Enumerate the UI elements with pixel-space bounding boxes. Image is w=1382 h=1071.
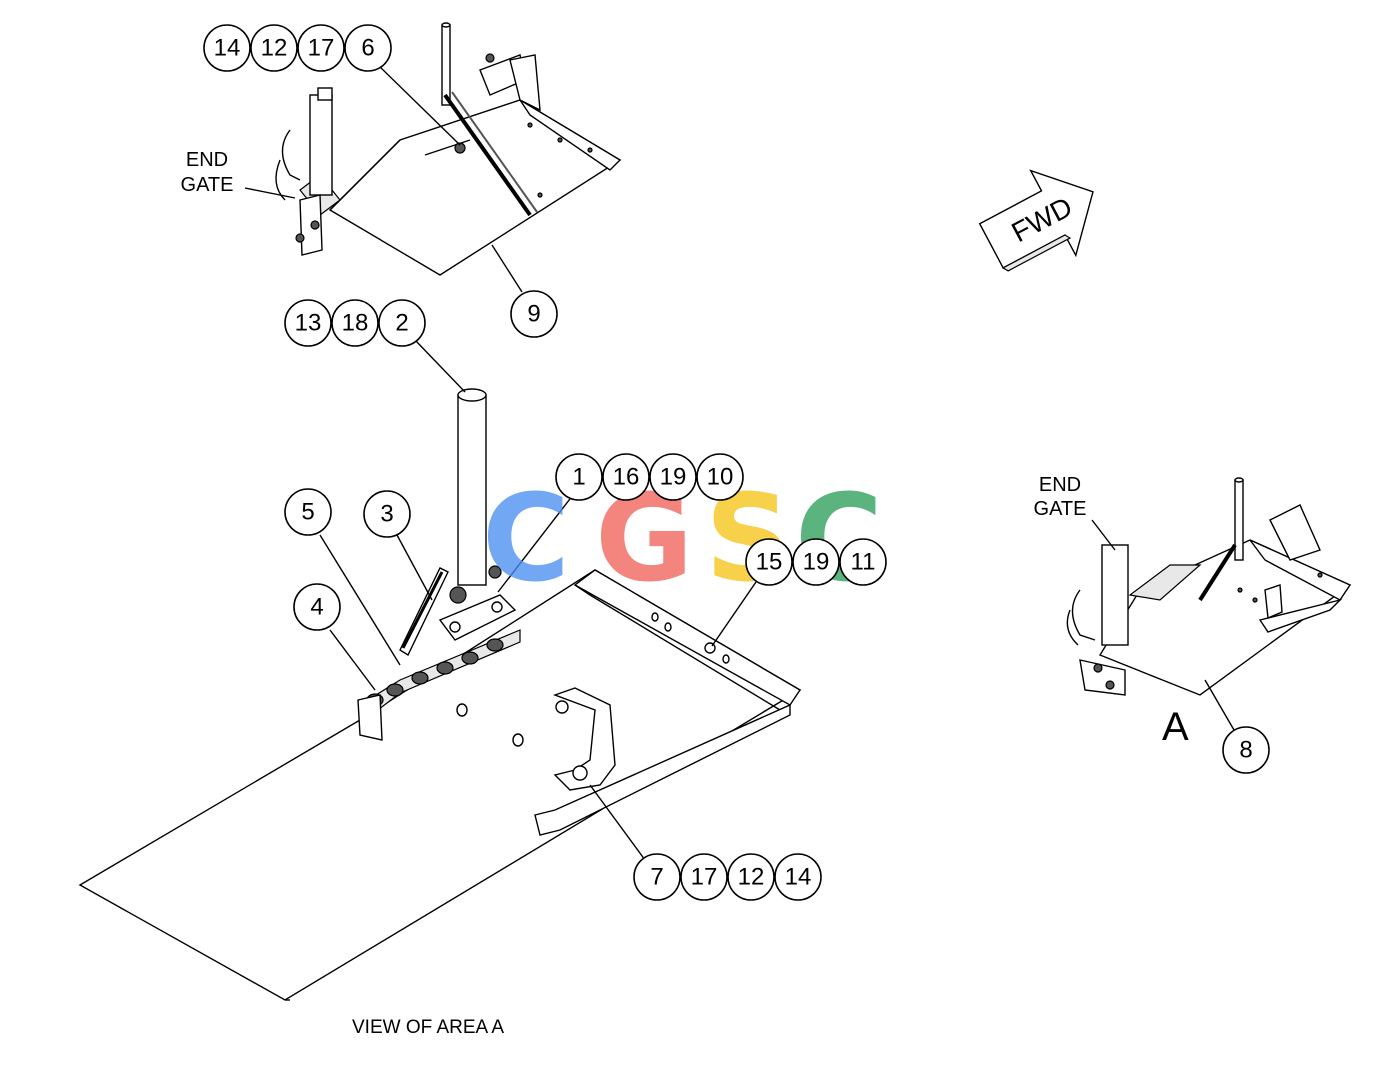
svg-text:6: 6 xyxy=(361,35,374,62)
svg-text:16: 16 xyxy=(613,464,640,491)
watermark-logo: C G S C xyxy=(482,470,883,609)
callout-18: 18 xyxy=(331,299,379,347)
callout-2: 2 xyxy=(378,299,426,347)
main-view-drawing xyxy=(78,388,802,1001)
svg-text:18: 18 xyxy=(342,310,369,337)
svg-text:9: 9 xyxy=(527,301,540,328)
end-gate-label-right-line2: GATE xyxy=(1034,498,1087,520)
right-assembly-drawing xyxy=(1066,477,1352,696)
callout-7: 7 xyxy=(633,853,681,901)
svg-text:14: 14 xyxy=(785,864,812,891)
leader-lines xyxy=(244,65,1235,861)
callouts-layer: 14 12 17 6 9 13 18 2 1 16 19 10 5 3 4 15… xyxy=(203,24,1270,901)
callout-3: 3 xyxy=(363,490,411,538)
callout-14: 14 xyxy=(774,853,822,901)
svg-text:10: 10 xyxy=(707,464,734,491)
svg-text:11: 11 xyxy=(851,549,876,576)
top-assembly-drawing xyxy=(275,22,622,276)
callout-8: 8 xyxy=(1222,726,1270,774)
callout-16: 16 xyxy=(602,453,650,501)
svg-text:4: 4 xyxy=(310,594,323,621)
callout-6: 6 xyxy=(344,24,392,72)
view-letter-a: A xyxy=(1162,705,1189,749)
watermark-letter-c1: C xyxy=(482,470,570,609)
callout-1: 1 xyxy=(555,453,603,501)
svg-text:13: 13 xyxy=(295,310,322,337)
svg-text:19: 19 xyxy=(660,464,687,491)
svg-text:1: 1 xyxy=(572,464,585,491)
svg-text:12: 12 xyxy=(738,864,765,891)
end-gate-label-right-line1: END xyxy=(1039,474,1081,496)
callout-17: 17 xyxy=(680,853,728,901)
svg-text:17: 17 xyxy=(691,864,718,891)
callout-11: 11 xyxy=(839,538,887,586)
callout-19: 19 xyxy=(649,453,697,501)
callout-13: 13 xyxy=(284,299,332,347)
svg-text:17: 17 xyxy=(308,35,335,62)
svg-text:19: 19 xyxy=(803,549,830,576)
callout-10: 10 xyxy=(696,453,744,501)
svg-text:12: 12 xyxy=(261,35,288,62)
end-gate-label-top-line2: GATE xyxy=(181,174,234,196)
svg-text:5: 5 xyxy=(301,499,314,526)
callout-14: 14 xyxy=(203,24,251,72)
svg-text:2: 2 xyxy=(395,310,408,337)
plate-holes xyxy=(456,612,730,747)
svg-text:7: 7 xyxy=(650,864,663,891)
end-gate-label-top-line1: END xyxy=(186,149,228,171)
callout-19: 19 xyxy=(792,538,840,586)
callout-12: 12 xyxy=(250,24,298,72)
callout-9: 9 xyxy=(510,290,558,338)
svg-text:3: 3 xyxy=(380,501,393,528)
callout-15: 15 xyxy=(745,538,793,586)
forward-arrow: FWD xyxy=(978,169,1094,272)
callout-4: 4 xyxy=(293,583,341,631)
svg-text:14: 14 xyxy=(214,35,241,62)
callout-17: 17 xyxy=(297,24,345,72)
view-caption: VIEW OF AREA A xyxy=(352,1017,504,1038)
callout-12: 12 xyxy=(727,853,775,901)
callout-5: 5 xyxy=(284,488,332,536)
svg-text:15: 15 xyxy=(756,549,783,576)
svg-text:8: 8 xyxy=(1239,737,1252,764)
